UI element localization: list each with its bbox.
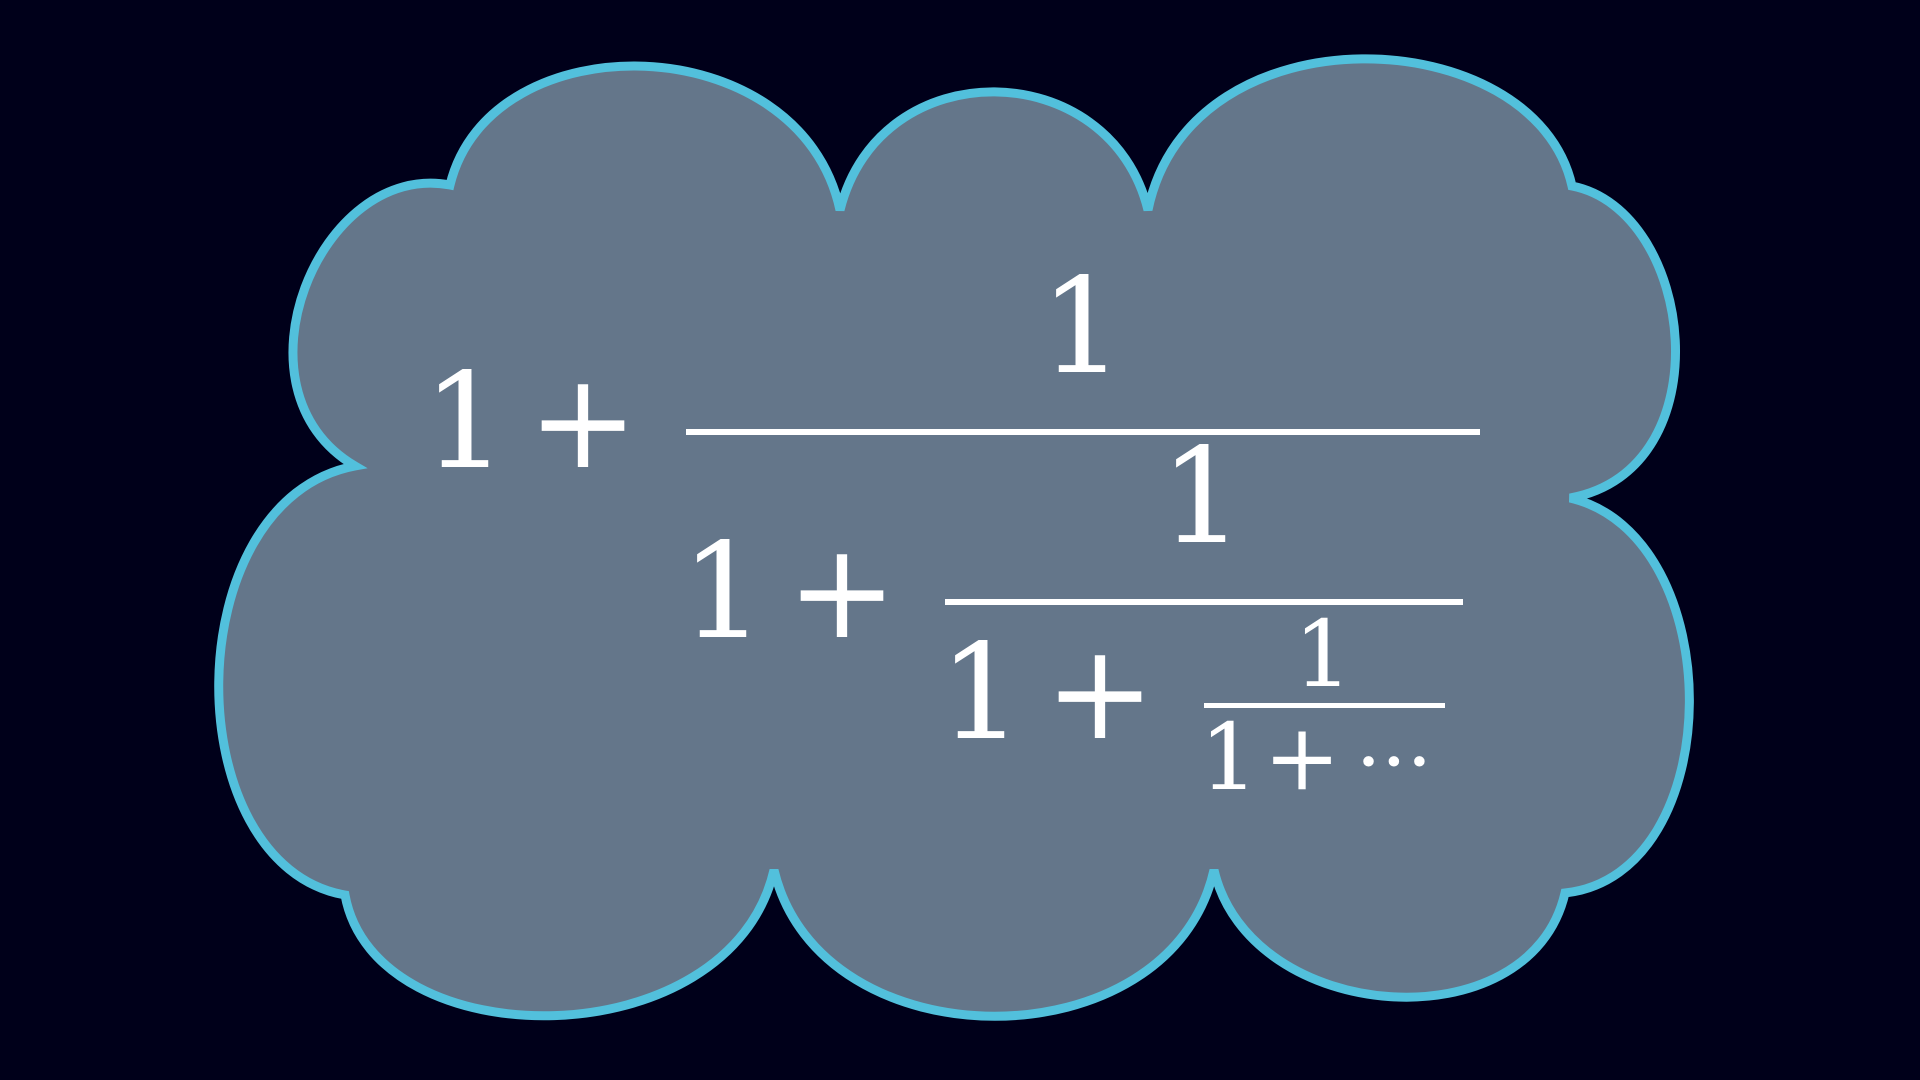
level3-numerator: 1 [1294,601,1353,708]
level3-one: 1 [939,616,1023,770]
level1-plus: + [528,345,639,499]
level2-plus: + [787,515,898,669]
level1-numerator: 1 [1040,250,1124,404]
level2-fraction-bar [945,599,1463,605]
level1-one: 1 [423,345,507,499]
fraction-level-1: 1 + 1 [423,250,1480,499]
fraction-level-2: 1 + 1 [681,420,1463,669]
level1-fraction-bar [686,429,1480,435]
level4-plus: + [1263,704,1340,811]
level4-one: 1 [1200,704,1259,811]
thought-cloud [214,54,1694,1021]
level4-ellipsis: ··· [1356,715,1432,808]
fraction-level-4: 1 + ··· [1200,704,1432,811]
level2-one: 1 [681,515,765,669]
level3-fraction-bar [1204,703,1445,708]
level2-numerator: 1 [1160,420,1244,574]
level3-plus: + [1045,616,1156,770]
fraction-level-3: 1 + 1 [939,601,1445,770]
